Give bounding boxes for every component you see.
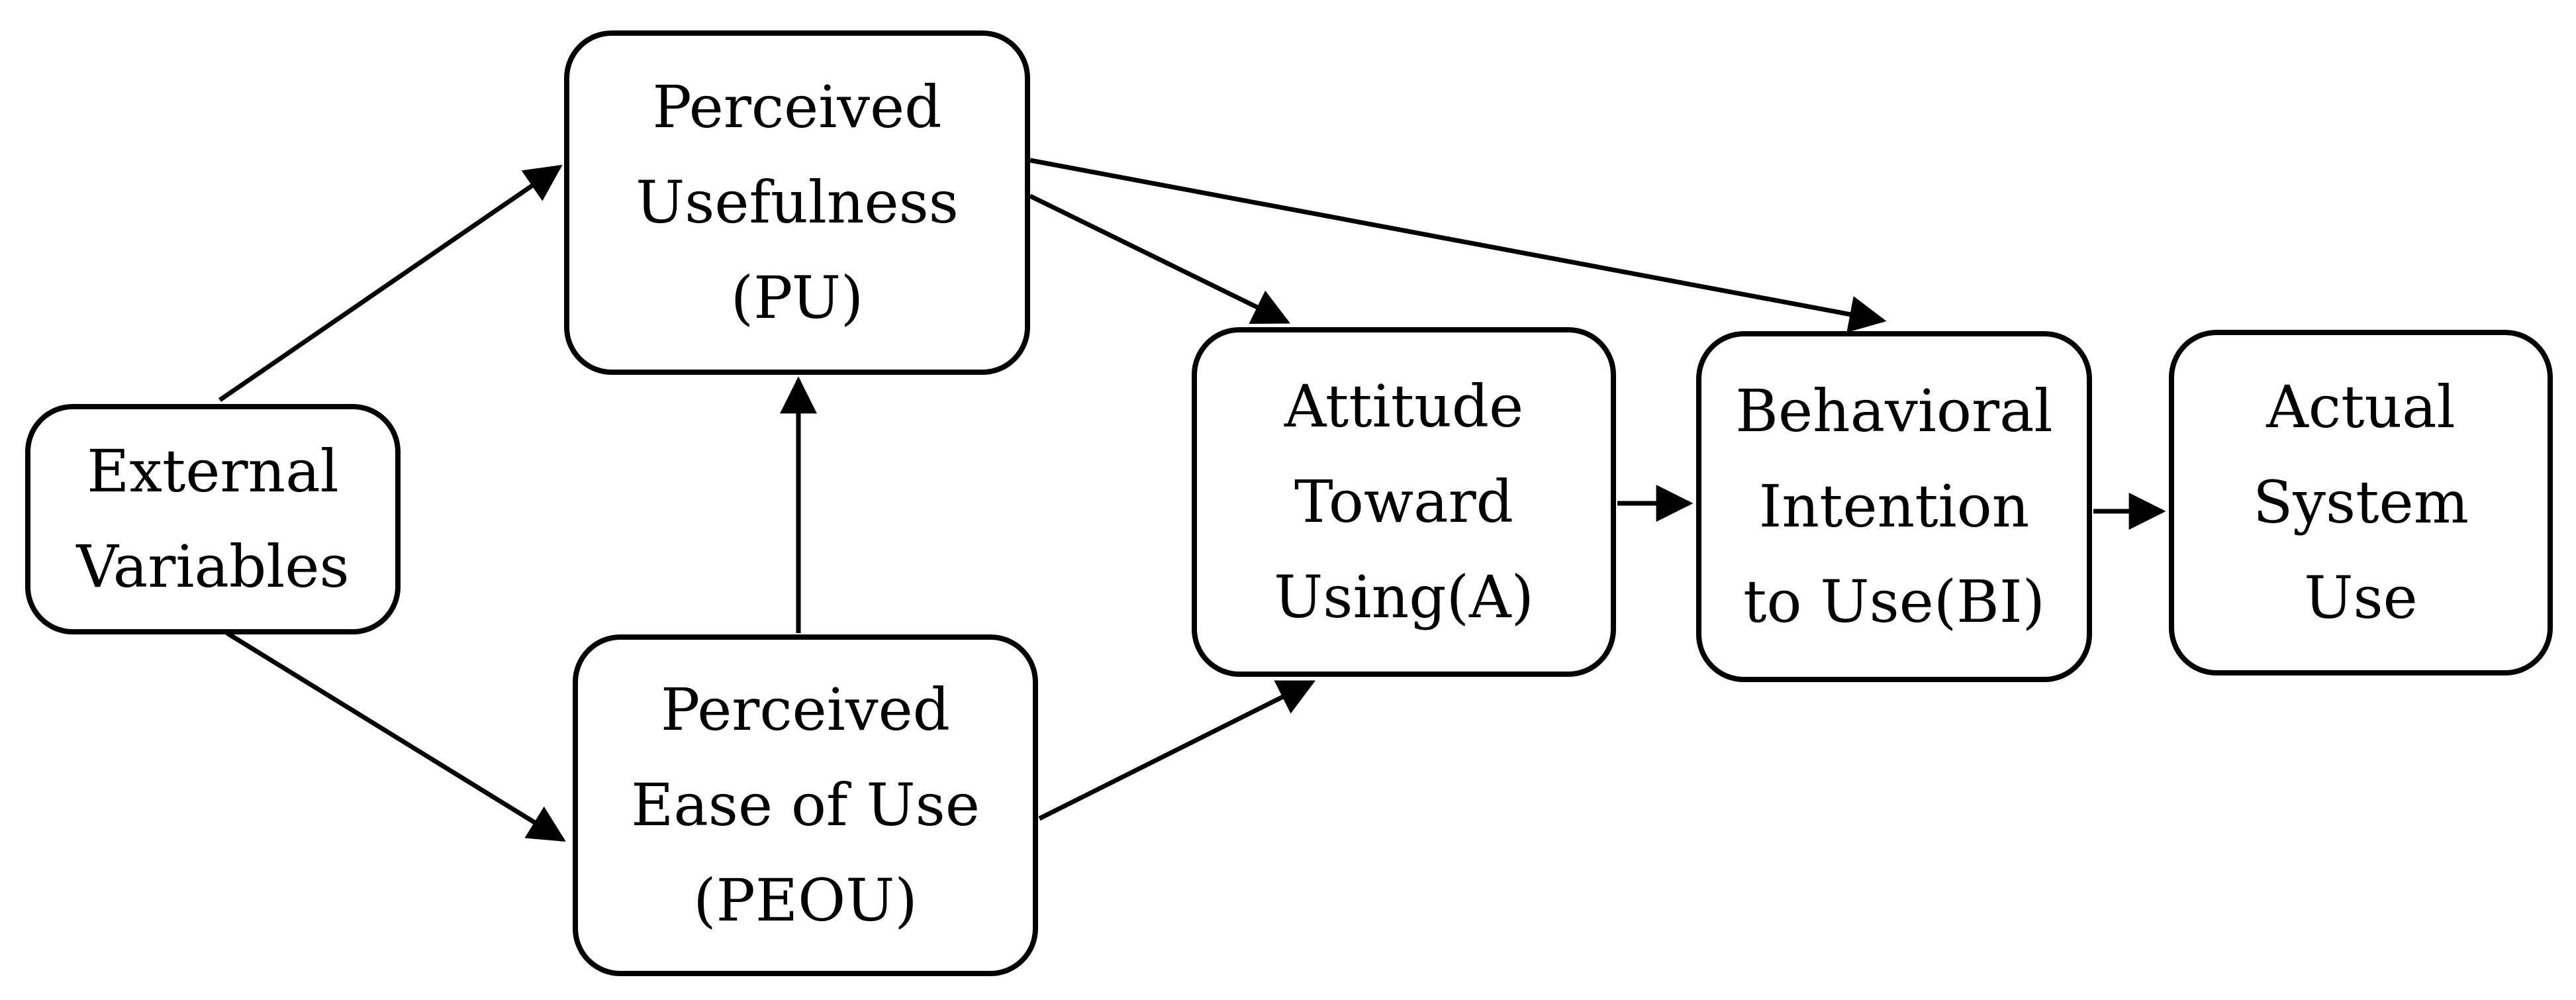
node-label-line: Actual [2266, 373, 2456, 441]
node-label-line: Attitude [1284, 372, 1524, 440]
node-label-line: System [2252, 468, 2469, 536]
node-label-line: Behavioral [1735, 377, 2053, 445]
node-actual-system-use: Actual System Use [2169, 330, 2553, 675]
node-perceived-ease-of-use: Perceived Ease of Use (PEOU) [573, 634, 1038, 976]
node-label-line: Variables [76, 532, 350, 601]
node-label-line: Toward [1294, 468, 1514, 536]
node-label-line: (PEOU) [693, 866, 918, 934]
node-perceived-usefulness: Perceived Usefulness (PU) [564, 30, 1030, 375]
node-label-line: Using(A) [1274, 563, 1534, 631]
arrow-external-variables-to-perceived-usefulness [218, 164, 563, 402]
node-label-line: Perceived [652, 73, 942, 141]
node-label-line: Ease of Use [631, 771, 980, 839]
node-label-line: Usefulness [636, 168, 959, 236]
node-external-variables: External Variables [25, 404, 401, 634]
arrow-external-variables-to-perceived-ease-of-use [226, 631, 566, 842]
node-label-line: Perceived [660, 675, 951, 744]
node-label-line: Intention [1758, 472, 2030, 540]
node-attitude-toward-using: Attitude Toward Using(A) [1192, 327, 1616, 677]
node-label-line: External [87, 437, 339, 505]
node-label-line: (PU) [730, 264, 864, 332]
arrow-perceived-usefulness-to-attitude-toward-using [1029, 193, 1291, 325]
node-behavioral-intention: Behavioral Intention to Use(BI) [1696, 331, 2092, 682]
node-label-line: Use [2304, 564, 2418, 632]
node-label-line: to Use(BI) [1743, 568, 2045, 636]
arrow-perceived-ease-of-use-to-attitude-toward-using [1038, 679, 1316, 821]
arrow-perceived-usefulness-to-behavioral-intention-to-use [1029, 158, 1887, 333]
